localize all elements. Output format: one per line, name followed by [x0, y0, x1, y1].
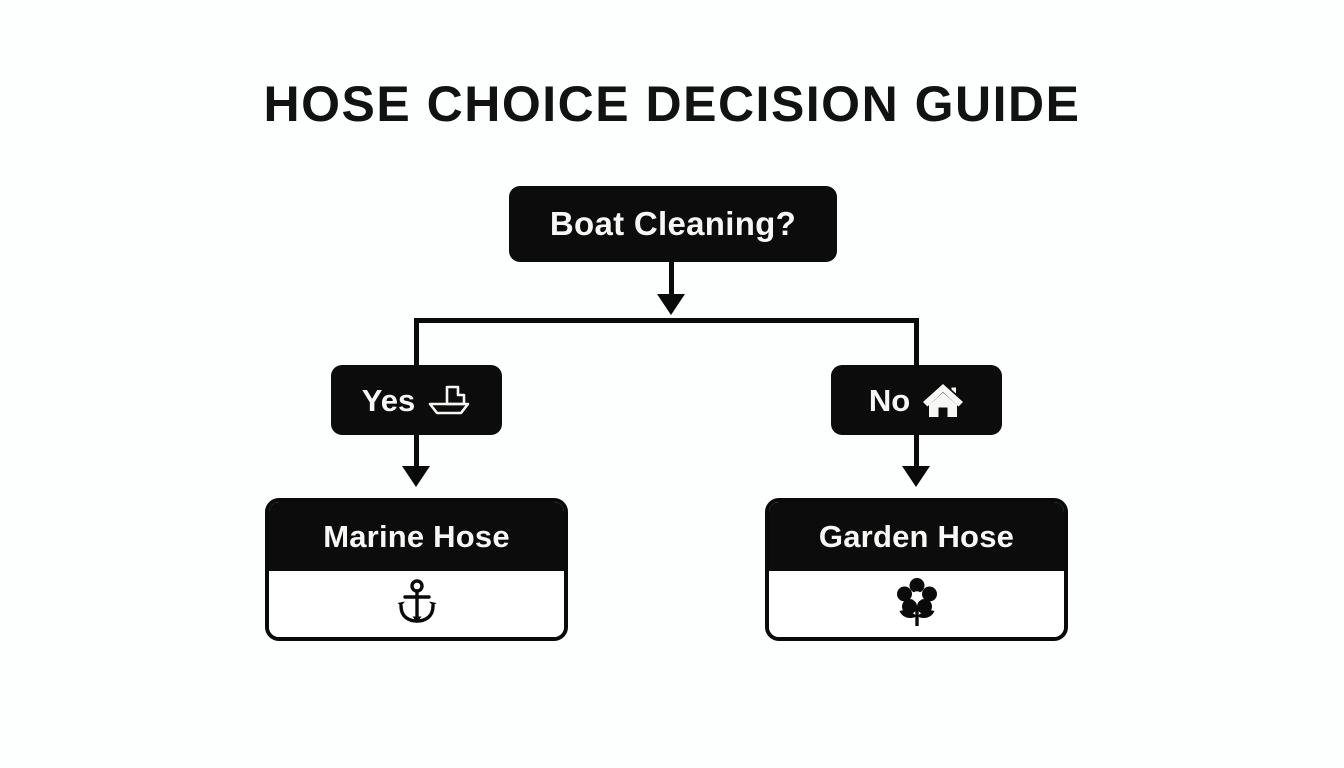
result-card-marine-hose-body	[269, 571, 564, 637]
arrowhead-right	[902, 466, 930, 487]
branch-node-yes-label: Yes	[361, 382, 416, 418]
connector-stem-left	[414, 435, 419, 468]
page-title: HOSE CHOICE DECISION GUIDE	[263, 76, 1081, 132]
arrowhead-left	[402, 466, 430, 487]
boat-icon	[427, 383, 471, 417]
connector-drop-left	[414, 318, 419, 367]
decision-node-root[interactable]: Boat Cleaning?	[509, 186, 837, 262]
connector-stem-right	[914, 435, 919, 468]
result-card-garden-hose[interactable]: Garden Hose	[765, 498, 1068, 641]
branch-node-yes[interactable]: Yes	[331, 365, 502, 435]
result-card-marine-hose[interactable]: Marine Hose	[265, 498, 568, 641]
connector-drop-right	[914, 318, 919, 367]
flower-icon	[895, 577, 939, 632]
result-card-garden-hose-title: Garden Hose	[769, 502, 1064, 571]
connector-root-stem	[669, 262, 674, 298]
anchor-icon	[396, 578, 438, 630]
connector-horizontal-bus	[414, 318, 919, 323]
decision-node-root-label: Boat Cleaning?	[549, 205, 797, 242]
result-card-marine-hose-title: Marine Hose	[269, 502, 564, 571]
branch-node-no-label: No	[868, 382, 911, 418]
arrowhead-root	[657, 294, 685, 315]
branch-node-no[interactable]: No	[831, 365, 1002, 435]
result-card-garden-hose-body	[769, 571, 1064, 637]
house-icon	[922, 381, 964, 419]
